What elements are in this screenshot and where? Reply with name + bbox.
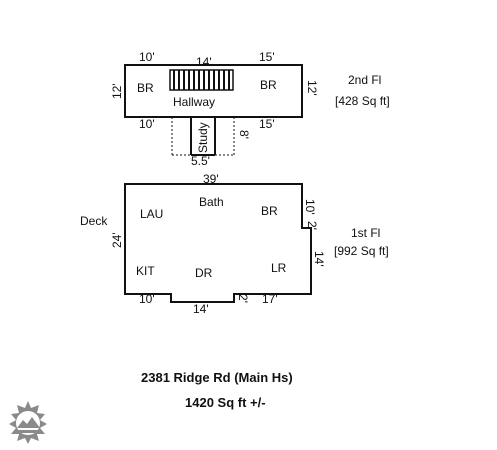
second-floor-dim-study-depth: 8': [237, 130, 251, 139]
second-floor-dim-top-right: 15': [259, 50, 275, 64]
second-floor-dim-bottom-left: 10': [139, 117, 155, 131]
second-floor-title: 2nd Fl: [348, 73, 382, 87]
stairs: [169, 69, 234, 91]
second-floor-dim-study-width: 5.5': [191, 154, 210, 168]
second-floor-dim-top-left: 10': [139, 50, 155, 64]
second-floor-outline: [124, 64, 303, 118]
study-dashed-guides: [171, 117, 235, 156]
first-floor-dim-bottom-notch: 2': [236, 294, 250, 303]
second-floor-room-br-left: BR: [137, 81, 154, 95]
second-floor-room-hallway: Hallway: [173, 95, 216, 109]
address-caption: 2381 Ridge Rd (Main Hs): [141, 370, 293, 385]
second-floor-dim-right: 12': [305, 80, 319, 96]
first-floor-room-bath: Bath: [199, 195, 224, 209]
first-floor-area: [992 Sq ft]: [334, 244, 389, 258]
first-floor-dim-top: 39': [203, 172, 219, 186]
first-floor-room-kit: KIT: [136, 264, 155, 278]
study-outline: [190, 117, 216, 156]
first-floor-deck-label: Deck: [80, 214, 108, 228]
second-floor-area: [428 Sq ft]: [335, 94, 390, 108]
first-floor-outline: [124, 183, 312, 303]
first-floor-dim-bottom-mid: 14': [193, 302, 209, 316]
first-floor-room-br: BR: [261, 204, 278, 218]
first-floor-dim-bottom-right: 17': [262, 292, 278, 306]
first-floor-dim-notch: 2': [305, 221, 319, 230]
first-floor-dim-left: 24': [110, 232, 124, 248]
second-floor-room-study: Study: [196, 122, 210, 153]
first-floor-room-lau: LAU: [140, 207, 164, 221]
first-floor-dim-right-upper: 10': [303, 199, 317, 215]
total-area-caption: 1420 Sq ft +/-: [185, 395, 266, 410]
first-floor-dim-right-lower: 14': [312, 251, 326, 267]
first-floor-room-dr: DR: [195, 266, 213, 280]
logo-icon: [9, 401, 47, 444]
second-floor-dim-left: 12': [110, 83, 124, 99]
first-floor-title: 1st Fl: [351, 226, 381, 240]
first-floor-dim-bottom-left: 10': [139, 292, 155, 306]
second-floor-dim-top-mid: 14': [196, 55, 212, 69]
first-floor-room-lr: LR: [271, 261, 287, 275]
second-floor-dim-bottom-right: 15': [259, 117, 275, 131]
second-floor-room-br-right: BR: [260, 78, 277, 92]
